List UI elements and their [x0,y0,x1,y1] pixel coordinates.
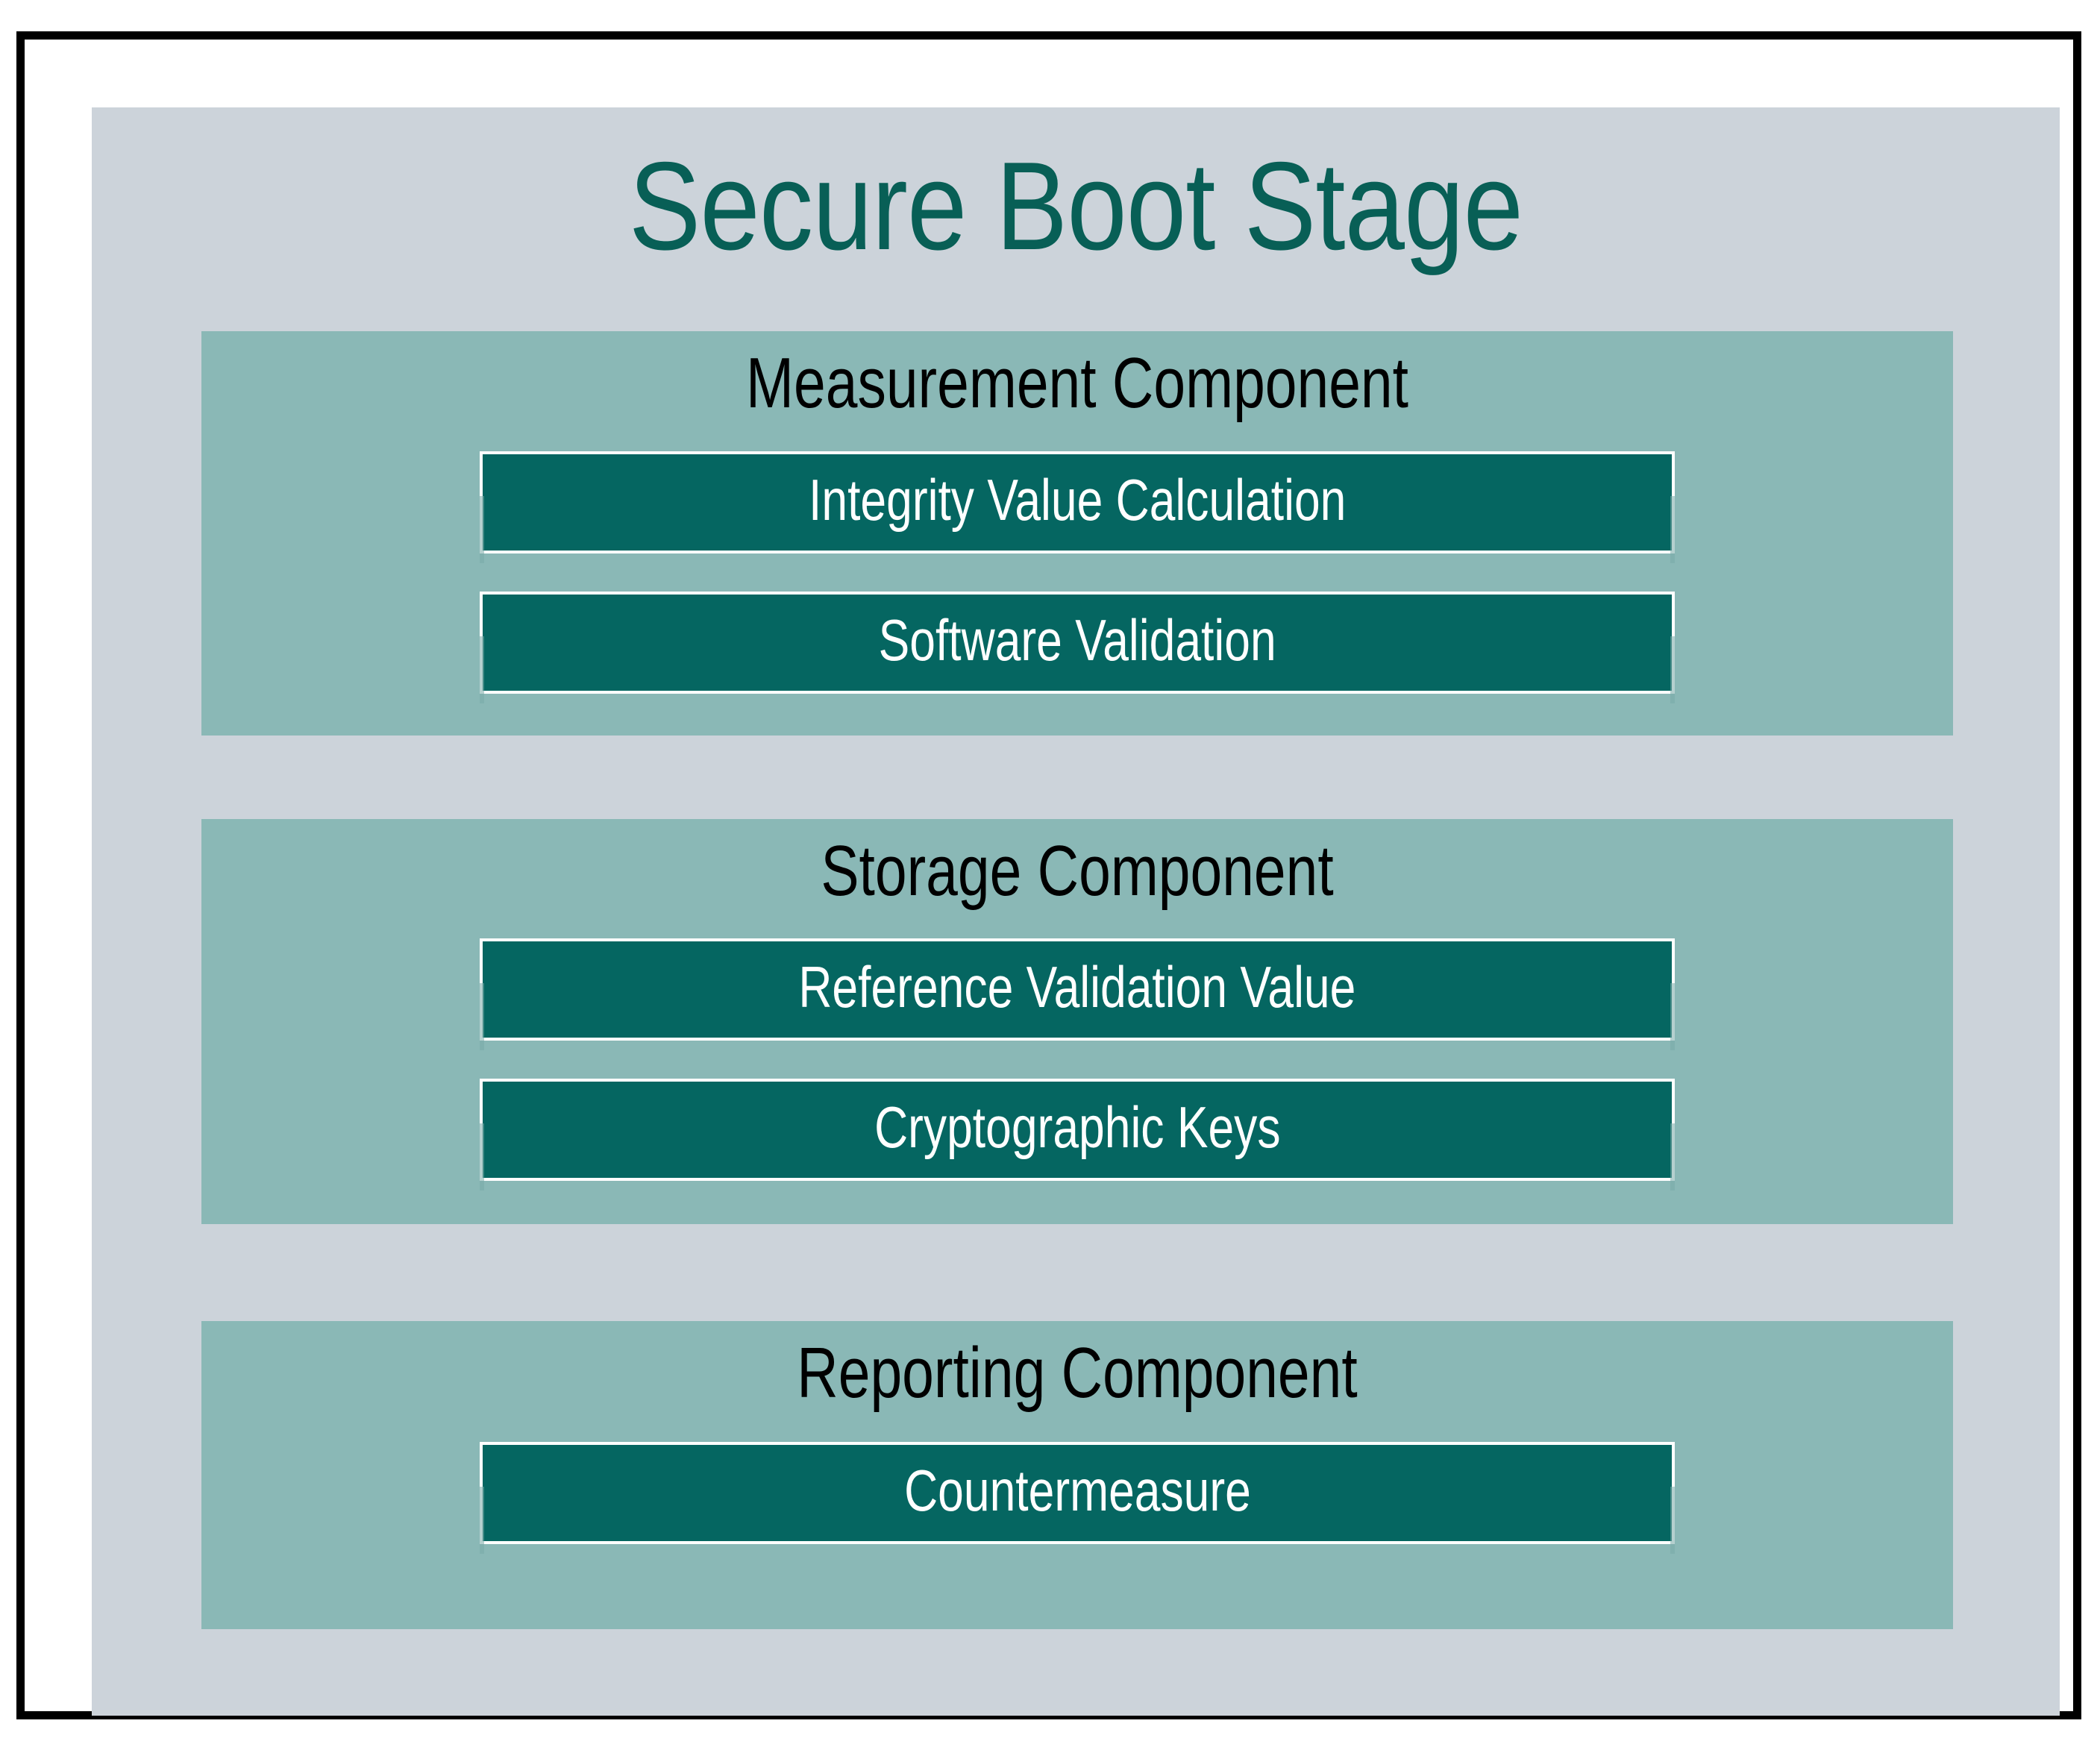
diagram-canvas: Secure Boot Stage Measurement Component … [92,107,2060,1716]
section-measurement-component: Measurement Component Integrity Value Ca… [201,331,1953,736]
item-reference-validation-value[interactable]: Reference Validation Value [480,938,1675,1050]
item-label: Countermeasure [903,1457,1251,1523]
item-list-reporting: Countermeasure [201,1321,1953,1629]
section-title-reporting: Reporting Component [797,1333,1358,1413]
item-countermeasure[interactable]: Countermeasure [480,1442,1675,1554]
item-label: Integrity Value Calculation [808,466,1347,533]
item-integrity-value-calculation[interactable]: Integrity Value Calculation [480,451,1675,563]
item-label: Reference Validation Value [798,953,1356,1020]
diagram-outer-frame: Secure Boot Stage Measurement Component … [16,31,2081,1719]
item-cryptographic-keys[interactable]: Cryptographic Keys [480,1079,1675,1191]
item-list-measurement: Integrity Value Calculation Software Val… [201,331,1953,736]
page-title: Secure Boot Stage [628,136,1523,276]
section-title-storage: Storage Component [821,831,1334,911]
item-list-storage: Reference Validation Value Cryptographic… [201,819,1953,1224]
item-label: Cryptographic Keys [874,1094,1281,1160]
section-title-measurement: Measurement Component [746,343,1408,423]
section-storage-component: Storage Component Reference Validation V… [201,819,1953,1224]
item-label: Software Validation [878,606,1276,673]
item-software-validation[interactable]: Software Validation [480,592,1675,703]
section-reporting-component: Reporting Component Countermeasure [201,1321,1953,1629]
